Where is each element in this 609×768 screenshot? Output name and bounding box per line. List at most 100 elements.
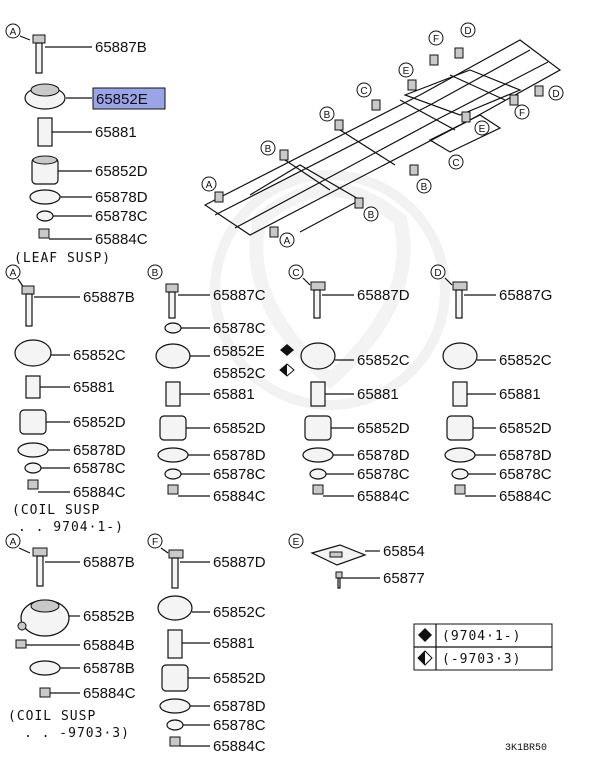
bolt-shank-icon — [36, 555, 44, 587]
part-label: 65878D — [95, 189, 148, 206]
part-label: 65852C — [213, 604, 266, 621]
svg-text:E: E — [403, 66, 410, 77]
nut-icon — [38, 228, 50, 239]
bolt-shank-icon — [168, 291, 176, 319]
svg-text:A: A — [284, 236, 291, 247]
part-label: 65887D — [357, 287, 410, 304]
group-b: B 65887C 65878C 65852E 65852C 65881 6585… — [147, 264, 295, 505]
part-label: 65852D — [357, 420, 410, 437]
group-note: (LEAF SUSP) — [14, 251, 111, 266]
small-washer-icon — [164, 322, 182, 334]
part-label: 65884C — [95, 231, 148, 248]
part-label: 65881 — [213, 635, 255, 652]
part-label: 65878D — [213, 447, 266, 464]
bolt-shank-icon — [25, 293, 33, 327]
frame-callout-e-top: E — [398, 62, 414, 78]
part-label: 65852C — [499, 352, 552, 369]
group-f: F 65887D 65852C 65881 65852D 65878D 6587… — [147, 533, 266, 755]
legend-row-2: (-9703·3) — [442, 652, 521, 667]
part-label: 65881 — [357, 386, 399, 403]
part-label: 65884C — [499, 488, 552, 505]
svg-text:D: D — [464, 26, 471, 37]
part-label: 65884C — [213, 738, 266, 755]
svg-text:E: E — [293, 537, 300, 548]
group-a-coil-new: A 65887B 65852C 65881 65852D 65878D 6587… — [5, 264, 135, 535]
part-label: 65852D — [95, 163, 148, 180]
part-label: 65878D — [357, 447, 410, 464]
lower-bushing-icon — [19, 409, 47, 435]
part-label: 65881 — [95, 124, 137, 141]
part-label: 65852C — [73, 347, 126, 364]
frame-callout-d-right: D — [548, 85, 564, 101]
part-label: 65887B — [95, 39, 147, 56]
bolt-shank-icon — [171, 557, 179, 589]
part-label: 65877 — [383, 570, 425, 587]
svg-text:B: B — [152, 268, 159, 279]
callout-a-leaf: A — [5, 23, 21, 39]
svg-text:D: D — [552, 89, 559, 100]
lower-bushing-icon — [446, 415, 474, 441]
frame-callout-f-right: F — [514, 104, 530, 120]
lower-bushing-icon — [161, 664, 189, 692]
screw-head-icon — [335, 571, 343, 579]
bolt-head-icon — [452, 281, 468, 291]
washer-icon — [29, 660, 61, 676]
svg-text:F: F — [152, 537, 158, 548]
collar-icon — [25, 375, 41, 399]
bolt-head-icon — [32, 34, 46, 44]
part-label: 65878B — [83, 660, 135, 677]
part-label: 65887B — [83, 289, 135, 306]
nut-icon — [27, 479, 39, 490]
diamond-filled-icon — [280, 344, 294, 356]
legend-box: (9704·1-) (-9703·3) — [413, 623, 553, 671]
group-a-leaf: A 65887B 65852E 65881 65852D 65878D 6587… — [5, 23, 166, 266]
highlight-box — [92, 87, 166, 110]
svg-text:A: A — [10, 537, 17, 548]
small-washer-icon — [309, 468, 327, 480]
frame-callout-a-bottom: A — [279, 232, 295, 248]
washer-icon — [444, 447, 476, 463]
part-label: 65881 — [73, 379, 115, 396]
part-label: 65852C — [213, 365, 266, 382]
bolt-head-icon — [310, 281, 326, 291]
part-label: 65878D — [213, 698, 266, 715]
bushing-icon — [157, 595, 193, 621]
part-label: 65852D — [499, 420, 552, 437]
bolt-shank-icon — [35, 42, 43, 74]
small-washer-icon — [166, 719, 184, 731]
part-label: 65878D — [73, 442, 126, 459]
part-label: 65887C — [213, 287, 266, 304]
bushing-icon — [14, 339, 52, 367]
nut-icon — [39, 687, 51, 698]
svg-text:B: B — [421, 182, 428, 193]
bushing-icon — [155, 343, 191, 369]
frame-callout-a-left: A — [201, 176, 217, 192]
group-a-coil-old: A 65887B 65852B 65884B 65878B 65884C (CO… — [5, 533, 136, 741]
part-label: 65878C — [213, 466, 266, 483]
svg-text:A: A — [10, 268, 17, 279]
legend-row-1: (9704·1-) — [442, 629, 521, 644]
part-label: 65852D — [213, 670, 266, 687]
part-label: 65881 — [499, 386, 541, 403]
part-label: 65878C — [499, 466, 552, 483]
nut-icon — [454, 484, 466, 495]
washer-icon — [302, 447, 334, 463]
part-label: 65884B — [83, 637, 135, 654]
part-label: 65852E — [213, 343, 265, 360]
part-label: 65884C — [357, 488, 410, 505]
frame-callouts: D F E C B D F E B C B A B A — [201, 22, 564, 248]
part-label: 65887G — [499, 287, 552, 304]
screw-shank-icon — [337, 577, 341, 589]
frame-callout-b-right: B — [416, 178, 432, 194]
part-label: 65884C — [83, 685, 136, 702]
bolt-head-icon — [168, 549, 184, 559]
frame-callout-f-top: F — [428, 30, 444, 46]
part-label: 65878C — [95, 208, 148, 225]
collar-icon — [167, 629, 183, 659]
group-d: D 65887G 65852C 65881 65852D 65878D 6587… — [430, 264, 552, 505]
svg-text:B: B — [265, 144, 272, 155]
collar-icon — [310, 381, 326, 407]
svg-text:B: B — [368, 210, 375, 221]
svg-text:C: C — [452, 158, 459, 169]
